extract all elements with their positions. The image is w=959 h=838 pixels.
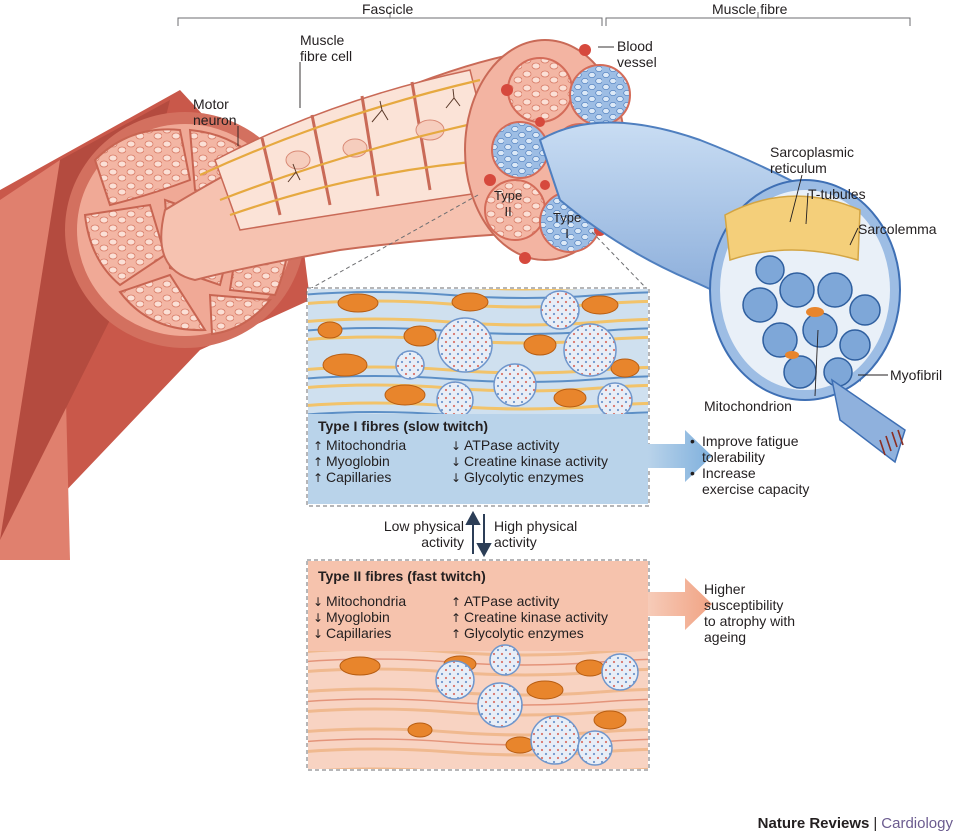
arrow-up-icon: ↑: [451, 595, 462, 609]
t-tubules-label: T-tubules: [808, 186, 866, 202]
type2-outcome-arrow: [648, 578, 712, 630]
leader-lines: [237, 46, 888, 397]
muscle-fibre-header: Muscle fibre: [712, 1, 788, 17]
fascicle-header: Fascicle: [362, 1, 414, 17]
bullet-icon: •: [690, 433, 695, 449]
list-item: ↑Capillaries: [313, 469, 392, 485]
activity-arrows: [465, 510, 492, 558]
type1-left-list: ↑Mitochondria ↑Myoglobin ↑Capillaries: [313, 437, 406, 485]
arrow-down-icon: ↓: [313, 627, 324, 641]
arrow-down-icon: ↓: [451, 439, 462, 453]
type1-right-list: ↓ATPase activity ↓Creatine kinase activi…: [451, 437, 608, 485]
muscle-fibre-cell-label: Muscle fibre cell: [300, 32, 353, 64]
type-i-label: Type I: [553, 210, 582, 241]
list-item: ↑Myoglobin: [313, 453, 390, 469]
mitochondrion-label: Mitochondrion: [704, 398, 792, 414]
arrow-up-icon: ↑: [451, 611, 462, 625]
list-item: ↓Glycolytic enzymes: [451, 469, 584, 485]
list-item: ↓Myoglobin: [313, 609, 390, 625]
arrow-up-icon: ↑: [451, 627, 462, 641]
type2-title: Type II fibres (fast twitch): [318, 568, 486, 584]
arrow-up-icon: ↑: [313, 455, 324, 469]
type2-panel-art: [306, 559, 650, 771]
credit-separator: |: [873, 815, 878, 832]
arrow-down-icon: ↓: [451, 455, 462, 469]
list-item: •Improve fatigue tolerability: [690, 433, 799, 465]
high-activity-label: High physical activity: [494, 518, 578, 550]
list-item: ↑Creatine kinase activity: [451, 609, 608, 625]
list-item: •Increase exercise capacity: [690, 465, 810, 497]
bullet-icon: •: [690, 465, 695, 481]
muscle-fibre: [538, 121, 906, 464]
type-ii-label: Type II: [494, 188, 523, 219]
arrow-down-icon: ↓: [313, 611, 324, 625]
arrow-down-icon: ↓: [313, 595, 324, 609]
low-activity-label: Low physical activity: [383, 518, 464, 550]
list-item: ↑Mitochondria: [313, 437, 407, 453]
list-item: ↑Glycolytic enzymes: [451, 625, 584, 641]
type2-right-list: ↑ATPase activity ↑Creatine kinase activi…: [451, 593, 608, 641]
type1-outcomes: •Improve fatigue tolerability •Increase …: [690, 433, 809, 497]
zoom-lines: [307, 194, 649, 291]
type1-title: Type I fibres (slow twitch): [318, 418, 489, 434]
motor-neuron-label: Motor neuron: [193, 96, 237, 128]
list-item: ↓ATPase activity: [451, 437, 560, 453]
list-item: ↓Creatine kinase activity: [451, 453, 608, 469]
sarcolemma-label: Sarcolemma: [858, 221, 937, 237]
sarcoplasmic-reticulum-label: Sarcoplasmic reticulum: [770, 144, 855, 176]
myofibril-label: Myofibril: [890, 367, 943, 383]
list-item: ↓Mitochondria: [313, 593, 407, 609]
list-item: ↓Capillaries: [313, 625, 392, 641]
arrow-up-icon: ↑: [313, 439, 324, 453]
header-brackets: [177, 12, 911, 26]
arrow-down-icon: ↓: [451, 471, 462, 485]
type2-left-list: ↓Mitochondria ↓Myoglobin ↓Capillaries: [313, 593, 406, 641]
type1-panel-art: [306, 287, 650, 507]
blood-vessel-label: Blood vessel: [617, 38, 657, 70]
journal-name: Nature Reviews: [757, 815, 870, 832]
type1-outcome-arrow: [648, 430, 712, 482]
journal-credit: Nature Reviews|Cardiology: [758, 815, 953, 832]
type2-outcome: Higher susceptibility to atrophy with ag…: [704, 581, 796, 645]
arrow-up-icon: ↑: [313, 471, 324, 485]
list-item: ↑ATPase activity: [451, 593, 560, 609]
journal-subject: Cardiology: [881, 815, 953, 832]
